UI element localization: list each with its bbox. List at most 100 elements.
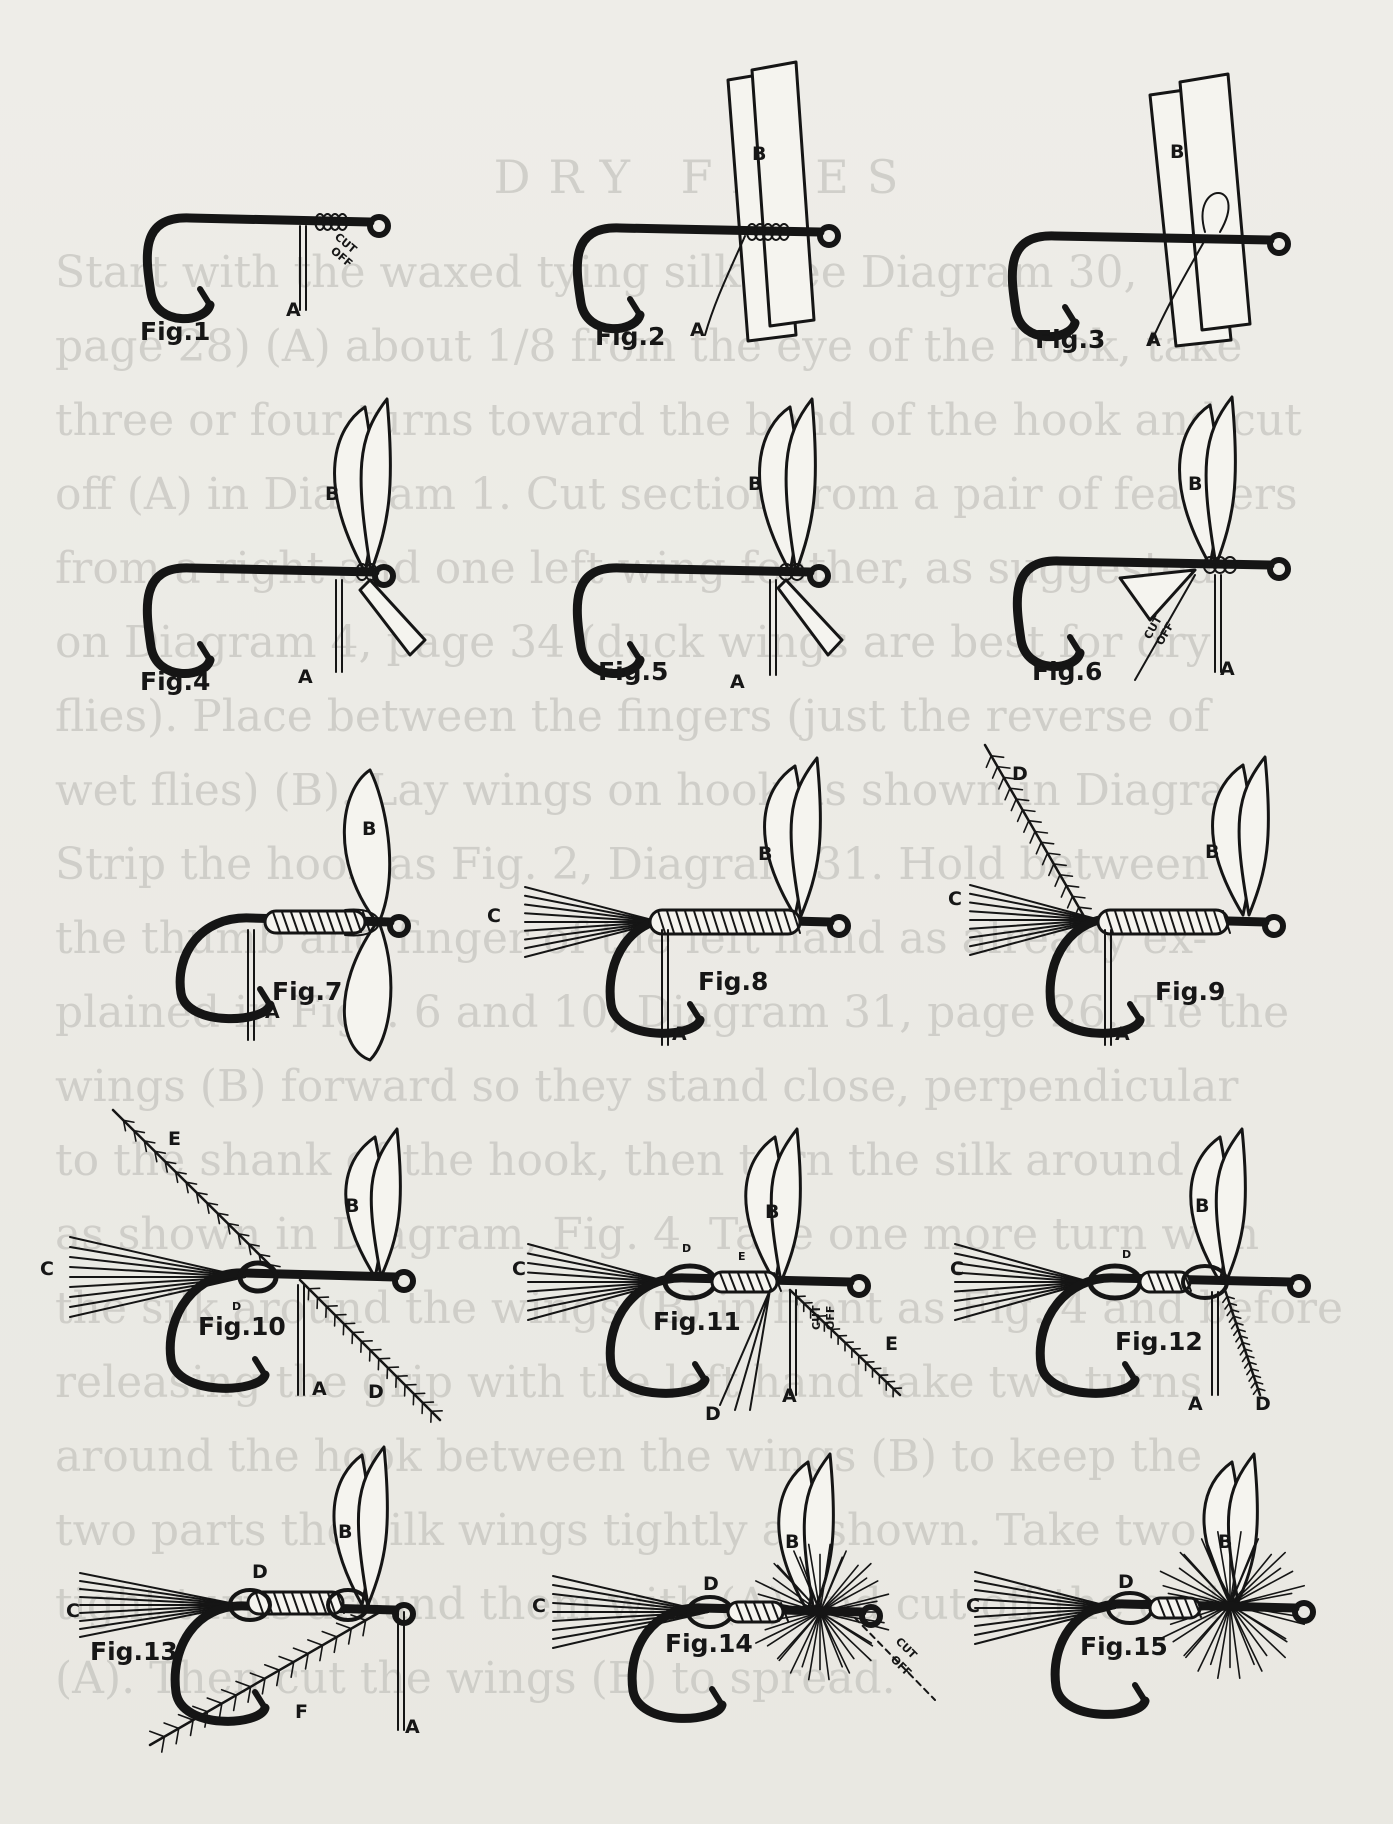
label-text: B	[752, 143, 766, 165]
hook-barb	[1125, 1364, 1135, 1380]
hook-barb	[1070, 637, 1080, 653]
feather-barb	[986, 756, 991, 767]
label-text: A	[782, 1385, 797, 1407]
wing-bottom	[344, 925, 391, 1060]
feather-barb	[1227, 1310, 1231, 1316]
figure-caption: Fig.8	[698, 967, 768, 996]
feather-barb	[1024, 821, 1029, 832]
hook-eye	[1270, 560, 1288, 578]
letter-d-small: D	[682, 1242, 691, 1255]
figure-9: BCDAFig.9	[948, 745, 1283, 1045]
hook-eye	[1295, 1603, 1313, 1621]
feather-barb	[1236, 1336, 1240, 1342]
hook-eye	[1265, 917, 1283, 935]
feather-barb	[236, 1681, 251, 1686]
feather-barb	[250, 1673, 265, 1678]
label-text: A	[298, 666, 313, 688]
label-text: B	[325, 483, 339, 505]
feather-barb	[1061, 886, 1066, 897]
label-text: B	[1170, 141, 1184, 163]
feather-barb	[1251, 1382, 1255, 1388]
feather-barb	[1247, 1369, 1251, 1375]
label-text: D	[703, 1573, 719, 1595]
feather-barb	[1225, 1303, 1229, 1309]
fly-body	[1150, 1598, 1200, 1618]
feather-barb	[1223, 1297, 1227, 1303]
label-text: C	[66, 1600, 80, 1622]
figure-4: B A Fig.4	[140, 399, 425, 696]
label-text: A	[730, 671, 745, 693]
label-text: D	[1118, 1571, 1134, 1593]
label-text: E	[168, 1128, 181, 1150]
label-text: B	[758, 843, 772, 865]
label-text: A	[1146, 329, 1161, 351]
hook-barb	[200, 289, 210, 305]
letter-e-small: E	[738, 1250, 746, 1263]
figure-caption: Fig.3	[1035, 325, 1105, 354]
hook-barb	[695, 1364, 705, 1380]
label-text: B	[1195, 1195, 1209, 1217]
feather-barb	[1030, 832, 1035, 843]
label-text: A	[672, 1023, 687, 1045]
hook-eye	[810, 567, 828, 585]
figure-5: B A Fig.5	[577, 399, 842, 693]
feather-barb	[164, 1723, 179, 1728]
letter-d-small: D	[1122, 1248, 1131, 1261]
feather-barb	[1049, 864, 1054, 875]
feather-barb	[1242, 1356, 1246, 1362]
hook-barb	[1130, 1004, 1140, 1020]
feather-barb	[1249, 1375, 1253, 1381]
label-text: C	[948, 888, 962, 910]
figure-caption: Fig.4	[140, 667, 210, 696]
label-text: A	[1220, 658, 1235, 680]
figure-13: BCDFAFig.13	[66, 1447, 420, 1752]
label-text: B	[362, 818, 376, 840]
label-text: A	[690, 319, 705, 341]
label-text: C	[512, 1258, 526, 1280]
hackle-fiber	[802, 1612, 820, 1667]
figure-14: CUTOFFBCDFig.14	[532, 1454, 935, 1718]
hook-eye	[1290, 1277, 1308, 1295]
feather-barb	[222, 1690, 237, 1695]
hook-eye	[370, 217, 388, 235]
off-label: OFF	[824, 1306, 837, 1330]
tail-fiber	[528, 1263, 668, 1282]
feather-barb	[265, 1665, 280, 1670]
hook-barb	[255, 1692, 265, 1708]
figure-caption: Fig.7	[272, 977, 342, 1006]
hook-barb	[690, 1004, 700, 1020]
label-text: A	[1188, 1393, 1203, 1415]
hook-barb	[630, 299, 640, 315]
figure-caption: Fig.5	[598, 657, 668, 686]
tying-silk	[705, 236, 745, 335]
label-text: A	[1115, 1023, 1130, 1045]
hook-shank	[147, 218, 370, 319]
cut-label: CUT	[810, 1305, 823, 1330]
feather-barb	[1229, 1316, 1233, 1322]
figure-caption: Fig.2	[595, 322, 665, 351]
figure-caption: Fig.14	[665, 1629, 753, 1658]
feather-barb	[1011, 799, 1016, 810]
label-text: B	[785, 1531, 799, 1553]
tail-fiber	[955, 1263, 1090, 1282]
label-text: A	[286, 299, 301, 321]
feather-barb	[1245, 1362, 1249, 1368]
hook-eye	[1270, 235, 1288, 253]
hook-eye	[850, 1277, 868, 1295]
label-text: C	[966, 1595, 980, 1617]
feather-barb	[293, 1648, 308, 1653]
feather-barb	[1234, 1329, 1238, 1335]
tail-fiber	[553, 1612, 708, 1630]
label-text: B	[748, 473, 762, 495]
figure-15: BCDFig.15	[966, 1454, 1313, 1714]
figure-caption: Fig.6	[1032, 657, 1102, 686]
label-text: E	[885, 1333, 898, 1355]
hook-barb	[1065, 307, 1075, 323]
figure-caption: Fig.11	[653, 1307, 741, 1336]
label-text: B	[345, 1195, 359, 1217]
